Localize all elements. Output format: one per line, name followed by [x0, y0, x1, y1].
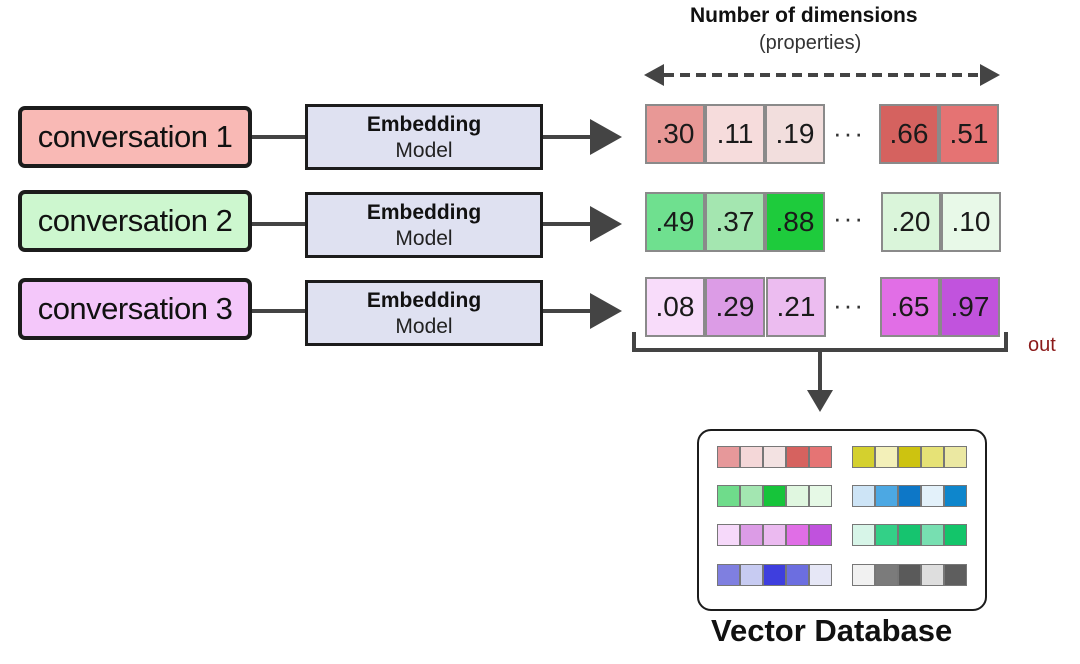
database-vector-cell	[898, 564, 921, 586]
vector-cell: .30	[645, 104, 705, 164]
dimensions-arrow	[644, 64, 1000, 86]
vector-cell: .10	[941, 192, 1001, 252]
conversation-box-3: conversation 3	[18, 278, 252, 340]
database-vector-cell	[852, 485, 875, 507]
database-vector-cell	[740, 524, 763, 546]
conversation-label: conversation 1	[37, 119, 233, 154]
database-vector-cell	[809, 446, 832, 468]
vector-cell: .08	[645, 277, 705, 337]
database-vector-cell	[875, 485, 898, 507]
database-vector-cell	[944, 446, 967, 468]
vector-cell: .21	[766, 277, 826, 337]
database-vector-cell	[717, 446, 740, 468]
database-vector-cell	[809, 524, 832, 546]
database-vector-cell	[786, 446, 809, 468]
database-vector-cell	[875, 446, 898, 468]
model-subtitle: Model	[395, 139, 453, 162]
database-vector-cell	[763, 485, 786, 507]
ellipsis: ···	[833, 118, 865, 148]
database-vector-cell	[717, 524, 740, 546]
database-vector-cell	[944, 485, 967, 507]
database-vector-cell	[740, 564, 763, 586]
dimensions-subtitle: (properties)	[759, 32, 862, 54]
vector-cell: .88	[765, 192, 825, 252]
database-vector-cell	[786, 564, 809, 586]
database-vector-cell	[921, 485, 944, 507]
vector-cell: .66	[879, 104, 939, 164]
database-vector-cell	[898, 524, 921, 546]
vector-cell: .20	[881, 192, 941, 252]
database-vector-cell	[740, 446, 763, 468]
database-vector-cell	[875, 564, 898, 586]
conversation-box-1: conversation 1	[18, 106, 252, 168]
database-vector-cell	[852, 564, 875, 586]
vector-cell: .51	[939, 104, 999, 164]
database-vector-cell	[875, 524, 898, 546]
database-vector-cell	[740, 485, 763, 507]
stray-text: out	[1028, 334, 1056, 356]
vector-cell: .97	[940, 277, 1000, 337]
model-subtitle: Model	[395, 315, 453, 338]
vector-cell: .19	[765, 104, 825, 164]
conversation-label: conversation 2	[37, 203, 233, 238]
vector-cell: .65	[880, 277, 940, 337]
database-vector-cell	[852, 446, 875, 468]
database-vector-cell	[763, 446, 786, 468]
database-vector-cell	[944, 524, 967, 546]
embedding-model-box-1: Embedding Model	[305, 104, 543, 170]
vector-cell: .49	[645, 192, 705, 252]
database-vector-cell	[717, 564, 740, 586]
database-vector-cell	[898, 485, 921, 507]
database-vector-cell	[898, 446, 921, 468]
vector-database-label: Vector Database	[711, 613, 953, 648]
database-vector-cell	[717, 485, 740, 507]
model-subtitle: Model	[395, 227, 453, 250]
database-vector-cell	[809, 564, 832, 586]
embedding-model-box-3: Embedding Model	[305, 280, 543, 346]
arrow-head	[590, 119, 622, 155]
vector-cell: .37	[705, 192, 765, 252]
model-title: Embedding	[366, 113, 482, 136]
vector-cell: .29	[705, 277, 765, 337]
database-vector-cell	[786, 485, 809, 507]
vector-cell: .11	[705, 104, 765, 164]
vector-database-box	[697, 429, 987, 611]
database-vector-cell	[921, 564, 944, 586]
model-title: Embedding	[366, 201, 482, 224]
database-vector-cell	[921, 446, 944, 468]
database-vector-cell	[921, 524, 944, 546]
database-vector-cell	[809, 485, 832, 507]
model-title: Embedding	[366, 289, 482, 312]
conversation-box-2: conversation 2	[18, 190, 252, 252]
database-vector-cell	[763, 564, 786, 586]
ellipsis: ···	[833, 290, 865, 320]
dimensions-title: Number of dimensions	[690, 4, 918, 27]
database-vector-cell	[763, 524, 786, 546]
conversation-label: conversation 3	[37, 291, 233, 326]
database-vector-cell	[786, 524, 809, 546]
ellipsis: ···	[833, 203, 865, 233]
database-vector-cell	[852, 524, 875, 546]
to-database-arrow-head	[807, 390, 833, 412]
arrow-head	[590, 206, 622, 242]
database-vector-cell	[944, 564, 967, 586]
arrow-head	[590, 293, 622, 329]
embedding-model-box-2: Embedding Model	[305, 192, 543, 258]
